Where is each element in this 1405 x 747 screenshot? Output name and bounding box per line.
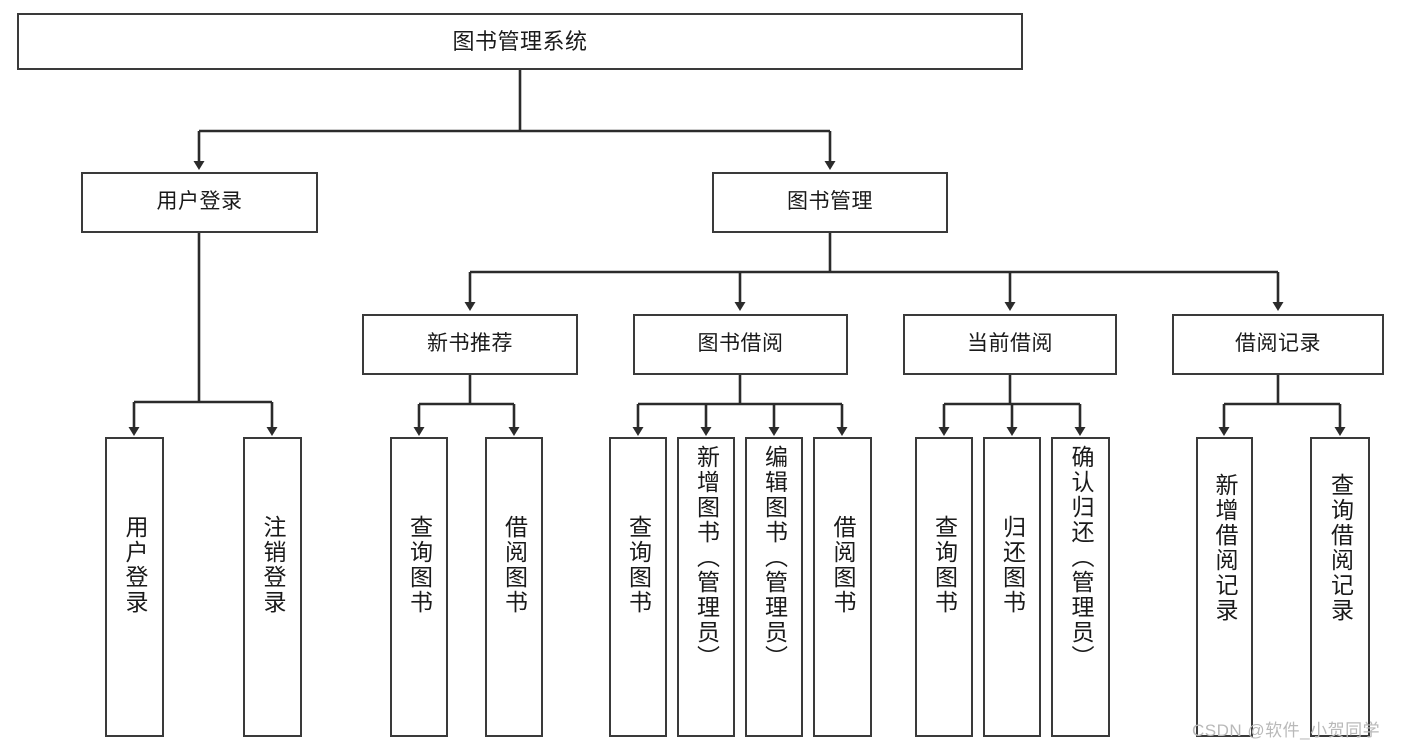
watermark-csdn: CSDN @软件_小贺同学 bbox=[1192, 721, 1381, 740]
node-label: 注销登录 bbox=[260, 515, 286, 615]
node-new-book-recommend[interactable]: 新书推荐 bbox=[362, 314, 578, 375]
node-label: 图书借阅 bbox=[697, 332, 784, 356]
node-label: 图书管理 bbox=[787, 190, 873, 214]
node-label: 编辑图书（管理员） bbox=[761, 445, 788, 670]
node-label: 用户登录 bbox=[156, 190, 243, 214]
node-current-borrow[interactable]: 当前借阅 bbox=[903, 314, 1117, 375]
node-label: 查询图书 bbox=[406, 515, 433, 615]
node-label: 借阅图书 bbox=[501, 515, 528, 615]
node-label: 查询图书 bbox=[931, 515, 958, 615]
leaf-new-book-query[interactable]: 查询图书 bbox=[390, 437, 448, 737]
leaf-current-query-book[interactable]: 查询图书 bbox=[915, 437, 973, 737]
node-label: 确认归还（管理员） bbox=[1068, 445, 1094, 670]
node-label: 借阅记录 bbox=[1235, 332, 1321, 356]
leaf-user-login-logout[interactable]: 注销登录 bbox=[243, 437, 302, 737]
leaf-user-login-login[interactable]: 用户登录 bbox=[105, 437, 164, 737]
node-book-management[interactable]: 图书管理 bbox=[712, 172, 948, 233]
node-user-login[interactable]: 用户登录 bbox=[81, 172, 318, 233]
node-label: 用户登录 bbox=[122, 515, 148, 615]
node-borrow-records[interactable]: 借阅记录 bbox=[1172, 314, 1384, 375]
leaf-record-add-record[interactable]: 新增借阅记录 bbox=[1196, 437, 1253, 737]
node-label: 图书管理系统 bbox=[452, 28, 588, 54]
node-book-borrow[interactable]: 图书借阅 bbox=[633, 314, 848, 375]
node-label: 新增图书（管理员） bbox=[693, 445, 720, 670]
leaf-borrow-edit-book-admin[interactable]: 编辑图书（管理员） bbox=[745, 437, 803, 737]
leaf-current-confirm-return-admin[interactable]: 确认归还（管理员） bbox=[1051, 437, 1110, 737]
node-label: 查询借阅记录 bbox=[1327, 473, 1354, 623]
leaf-borrow-add-book-admin[interactable]: 新增图书（管理员） bbox=[677, 437, 735, 737]
node-label: 查询图书 bbox=[625, 515, 652, 615]
node-root-system[interactable]: 图书管理系统 bbox=[17, 13, 1023, 70]
node-label: 新增借阅记录 bbox=[1212, 473, 1238, 623]
leaf-current-return-book[interactable]: 归还图书 bbox=[983, 437, 1041, 737]
leaf-borrow-query-book[interactable]: 查询图书 bbox=[609, 437, 667, 737]
node-label: 当前借阅 bbox=[967, 332, 1053, 356]
leaf-record-query-record[interactable]: 查询借阅记录 bbox=[1310, 437, 1370, 737]
node-label: 借阅图书 bbox=[830, 515, 856, 615]
node-label: 新书推荐 bbox=[427, 332, 513, 356]
leaf-borrow-borrow-book[interactable]: 借阅图书 bbox=[813, 437, 872, 737]
node-label: 归还图书 bbox=[999, 515, 1026, 615]
leaf-new-book-borrow[interactable]: 借阅图书 bbox=[485, 437, 543, 737]
